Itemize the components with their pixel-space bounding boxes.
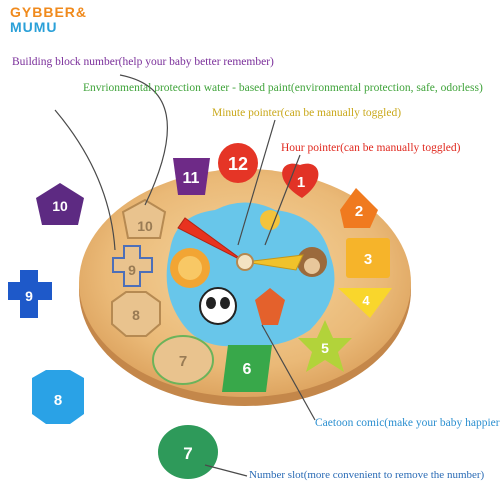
svg-text:12: 12 bbox=[228, 154, 248, 174]
slot-8: 8 bbox=[111, 291, 161, 337]
block-2: 2 bbox=[340, 188, 378, 228]
svg-text:10: 10 bbox=[52, 198, 68, 214]
svg-text:9: 9 bbox=[128, 262, 136, 278]
svg-text:9: 9 bbox=[25, 288, 33, 304]
loose-block-9: 9 bbox=[8, 270, 52, 318]
annotation-hour-pointer: Hour pointer(can be manually toggled) bbox=[281, 142, 461, 154]
svg-text:2: 2 bbox=[355, 203, 363, 220]
callout-lines bbox=[54, 74, 316, 477]
loose-block-8: 8 bbox=[32, 370, 84, 424]
brand-line-2: MUMU bbox=[10, 19, 58, 35]
svg-text:5: 5 bbox=[321, 340, 329, 356]
slot-9: 9 bbox=[112, 245, 153, 287]
clock-hands bbox=[177, 217, 304, 271]
svg-text:6: 6 bbox=[243, 361, 252, 378]
svg-text:1: 1 bbox=[297, 174, 305, 191]
panda-face bbox=[199, 287, 237, 325]
block-5: 5 bbox=[298, 320, 352, 372]
annotation-minute-pointer: Minute pointer(can be manually toggled) bbox=[212, 107, 402, 119]
loose-block-7: 7 bbox=[158, 425, 218, 479]
block-3: 3 bbox=[346, 238, 390, 278]
svg-text:10: 10 bbox=[137, 218, 153, 234]
svg-text:7: 7 bbox=[183, 444, 192, 463]
loose-block-10: 10 bbox=[36, 183, 84, 225]
block-1: 1 bbox=[282, 163, 319, 198]
block-11: 11 bbox=[173, 158, 210, 195]
svg-text:7: 7 bbox=[179, 353, 187, 370]
fox-face bbox=[255, 288, 285, 325]
svg-text:8: 8 bbox=[132, 307, 140, 323]
annotation-building-block: Building block number(help your baby bet… bbox=[12, 56, 274, 68]
svg-text:11: 11 bbox=[183, 170, 200, 187]
brand-line-1: GYBBER& bbox=[10, 4, 88, 20]
slot-7: 7 bbox=[152, 335, 214, 385]
svg-text:4: 4 bbox=[362, 293, 370, 308]
brand-logo: GYBBER& MUMU bbox=[10, 5, 87, 35]
annotation-paint: Envrionmental protection water - based p… bbox=[83, 82, 483, 94]
block-6: 6 bbox=[222, 345, 272, 392]
annotation-cartoon: Caetoon comic(make your baby happier) bbox=[315, 417, 500, 429]
giraffe-face bbox=[260, 210, 280, 230]
svg-text:3: 3 bbox=[364, 251, 372, 268]
svg-text:8: 8 bbox=[54, 392, 62, 409]
block-4: 4 bbox=[338, 288, 392, 318]
block-12: 12 bbox=[218, 143, 258, 183]
slot-10: 10 bbox=[121, 198, 167, 239]
annotation-number-slot: Number slot(more convenient to remove th… bbox=[249, 469, 485, 481]
